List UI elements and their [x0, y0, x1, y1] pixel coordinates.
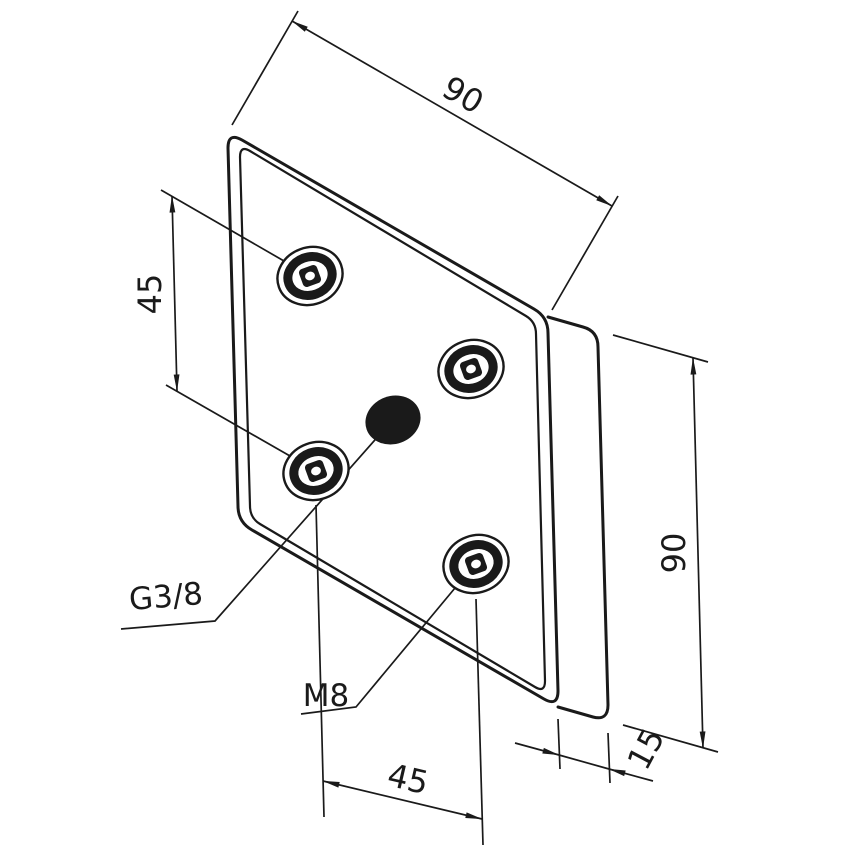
socket-screw-top-left: [276, 245, 344, 307]
extension-line: [160, 189, 285, 262]
socket-screw-bottom: [442, 533, 510, 595]
dim-thickness-label: 15: [620, 722, 673, 776]
dimension-line: [322, 780, 483, 820]
socket-center: [471, 559, 481, 569]
leader-line: [300, 581, 461, 715]
extension-line: [551, 195, 619, 311]
extension-line: [612, 334, 709, 363]
dimension-arrow-tail: [514, 742, 560, 756]
dimension-line: [169, 195, 180, 392]
dimension-line: [690, 357, 706, 749]
extension-line: [315, 504, 325, 818]
center-hole: [365, 395, 421, 445]
socket-center: [466, 364, 476, 374]
extension-line: [607, 732, 611, 784]
plate-side-face: [546, 315, 610, 720]
extension-line: [231, 10, 299, 126]
dim-hole-spacing-v-label: 45: [131, 274, 169, 315]
dim-hole-spacing-vertical: 45: [131, 189, 291, 457]
dim-height: 90: [612, 334, 719, 753]
extension-line: [165, 384, 291, 457]
dim-width-label: 90: [436, 68, 490, 121]
dim-hole-spacing-horizontal: 45: [315, 504, 484, 846]
plate-edge-radius-line: [238, 147, 547, 691]
dim-hole-spacing-h-label: 45: [384, 756, 432, 802]
screw-thread-callout: M8: [300, 581, 461, 715]
socket-center: [311, 466, 321, 476]
socket-screw-mid-right: [437, 338, 505, 400]
screw-thread-label: M8: [303, 678, 349, 714]
extension-line: [557, 718, 561, 770]
dim-height-label: 90: [655, 533, 693, 574]
socket-screw-bottom-left: [282, 440, 350, 502]
socket-center: [305, 271, 315, 281]
dimension-arrow-tail: [608, 768, 654, 782]
dimension-line: [558, 754, 610, 770]
dim-thickness: 15: [514, 718, 673, 784]
dimension-line: [291, 20, 613, 207]
center-hole-thread-label: G3/8: [128, 576, 205, 618]
